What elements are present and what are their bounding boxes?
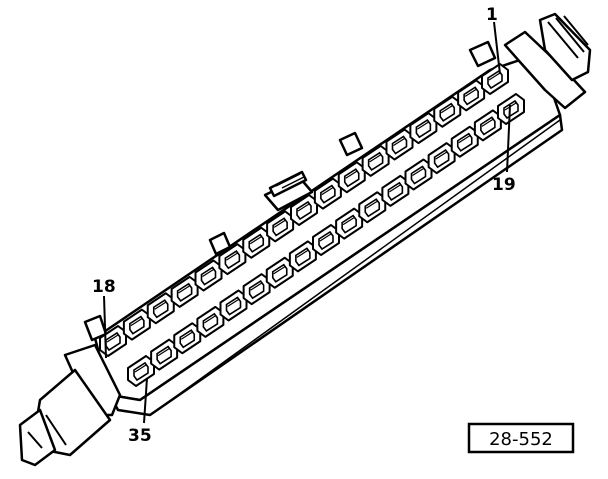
lower-cavity-11	[358, 191, 387, 224]
upper-cavity-13	[385, 128, 414, 161]
lower-cavity-9	[312, 224, 340, 256]
upper-cavity-row	[99, 63, 509, 357]
upper-cavity-8	[266, 210, 295, 243]
lower-cavity-6	[242, 273, 271, 306]
lower-cavity-12	[381, 174, 410, 207]
leader-lines	[103, 21, 511, 424]
upper-cavity-16	[457, 79, 486, 112]
upper-cavity-2	[122, 308, 151, 341]
tab-left-small	[208, 231, 232, 256]
reference-number: 28-552	[489, 429, 553, 450]
leader-1	[493, 21, 501, 75]
upper-cavity-3	[146, 292, 175, 325]
upper-cavity-5	[194, 259, 223, 292]
upper-cavity-9	[290, 194, 318, 226]
lower-cavity-14	[427, 142, 456, 175]
leader-35	[143, 377, 148, 424]
connector-lower-rail	[149, 119, 563, 416]
upper-cavity-10	[313, 177, 342, 210]
lower-cavity-16	[473, 109, 502, 142]
callout-19: 19	[492, 175, 516, 195]
lower-cavity-13	[404, 158, 433, 191]
lower-cavity-7	[265, 256, 294, 289]
right-latch	[468, 12, 592, 110]
upper-cavity-15	[433, 95, 462, 128]
lower-cavity-15	[450, 125, 479, 158]
leader-18	[103, 295, 107, 359]
leader-19	[506, 104, 511, 173]
lower-cavity-10	[335, 207, 364, 240]
upper-cavity-11	[337, 161, 366, 194]
lower-cavity-1	[127, 355, 155, 387]
upper-cavity-6	[218, 243, 247, 276]
lower-cavity-row	[127, 93, 525, 387]
upper-cavity-7	[242, 226, 271, 259]
upper-cavity-14	[409, 112, 438, 145]
callout-1: 1	[486, 5, 498, 25]
tab-center-small	[338, 131, 364, 157]
lower-cavity-3	[173, 322, 202, 355]
lower-cavity-8	[288, 240, 317, 273]
callout-35: 35	[128, 426, 152, 446]
left-plug	[18, 314, 122, 467]
lower-cavity-2	[150, 338, 179, 371]
lower-cavity-5	[219, 289, 248, 322]
top-tabs	[208, 131, 364, 256]
upper-cavity-12	[361, 144, 390, 177]
lower-cavity-4	[196, 305, 225, 338]
upper-cavity-4	[170, 275, 199, 308]
reference-box: 28-552	[467, 422, 575, 454]
callout-18: 18	[92, 277, 116, 297]
